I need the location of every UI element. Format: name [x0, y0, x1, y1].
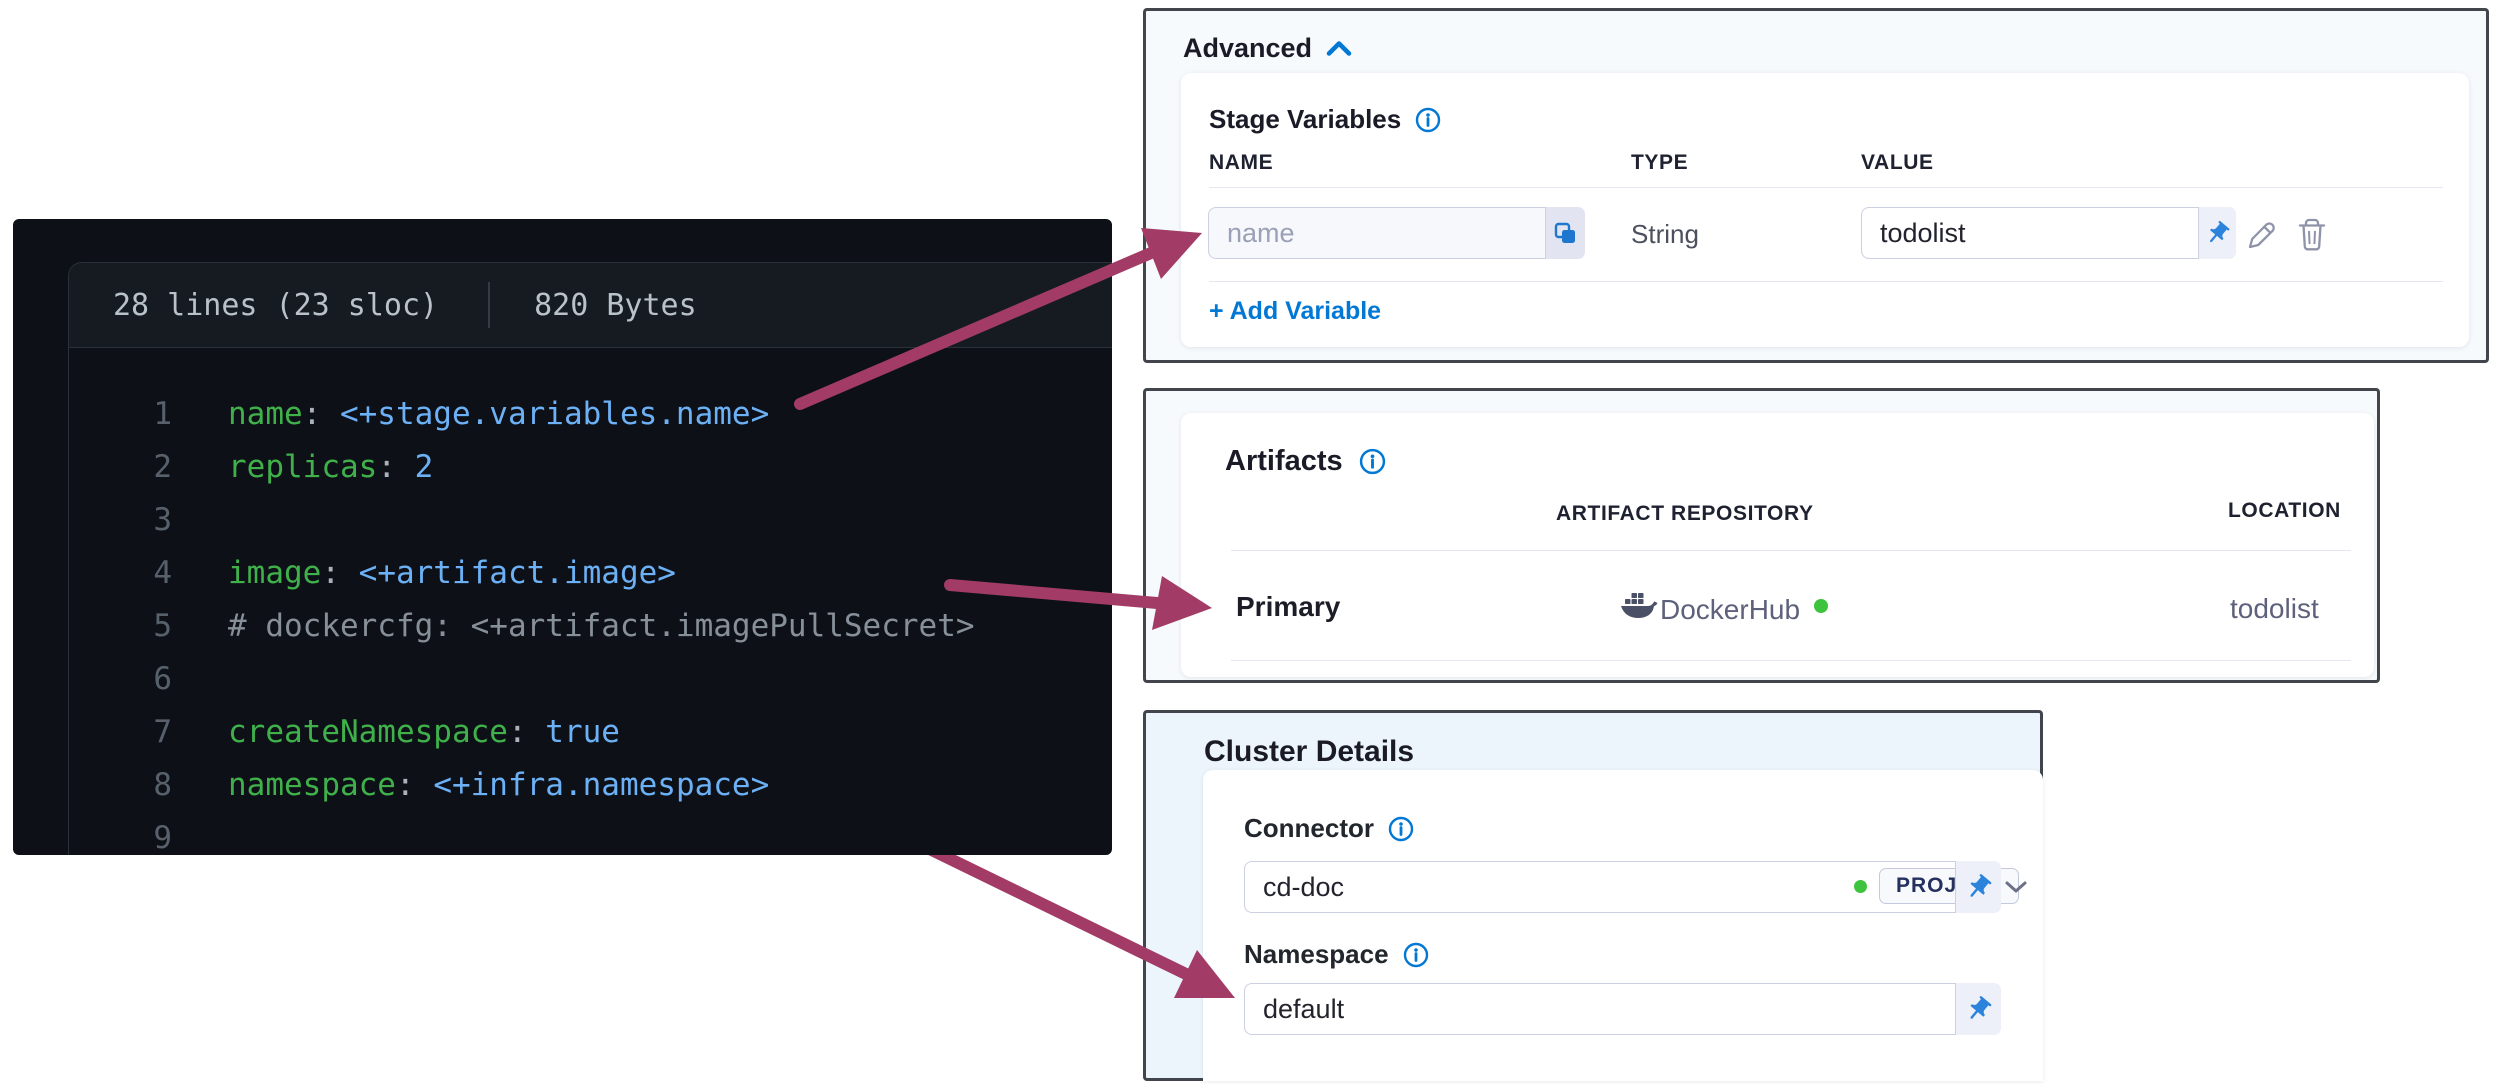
column-header-location: LOCATION	[2228, 499, 2341, 522]
namespace-label: Namespace	[1244, 939, 1389, 969]
line-number: 5	[153, 607, 172, 644]
yaml-sep: :	[302, 395, 340, 432]
connector-label-row: Connector	[1244, 813, 1414, 844]
connector-label: Connector	[1244, 813, 1374, 843]
yaml-sep: :	[321, 554, 359, 591]
advanced-section-toggle[interactable]: Advanced	[1183, 33, 1352, 64]
delete-variable-button[interactable]	[2292, 215, 2332, 255]
info-icon[interactable]	[1359, 448, 1386, 475]
pencil-icon	[2243, 217, 2279, 253]
yaml-key: name	[228, 395, 303, 432]
column-header-artifact-repository: ARTIFACT REPOSITORY	[1556, 502, 1814, 525]
yaml-sep: :	[395, 766, 434, 803]
table-divider	[1209, 281, 2443, 282]
line-number: 4	[153, 554, 172, 591]
file-size-info: 820 Bytes	[534, 287, 697, 323]
code-line: 4 image: <+artifact.image>	[13, 546, 1112, 599]
code-line: 3	[13, 493, 1112, 546]
line-number: 6	[153, 660, 172, 697]
pin-icon	[1964, 995, 1993, 1024]
file-lines-info: 28 lines (23 sloc)	[113, 287, 439, 323]
line-number: 7	[153, 713, 172, 750]
yaml-value: <+stage.variables.name>	[339, 395, 770, 432]
line-number: 9	[153, 819, 172, 856]
namespace-label-row: Namespace	[1244, 939, 1429, 970]
info-icon[interactable]	[1415, 107, 1441, 133]
advanced-panel: Advanced Stage Variables NAME TYPE VALUE	[1143, 8, 2489, 363]
line-number: 1	[153, 395, 172, 432]
stage-variables-title-row: Stage Variables	[1209, 104, 1441, 135]
variable-name-input[interactable]	[1208, 207, 1585, 259]
copy-icon	[1553, 221, 1578, 246]
artifact-repository-name: DockerHub	[1660, 594, 1801, 625]
line-number: 3	[153, 501, 172, 538]
variable-value-input[interactable]	[1861, 207, 2235, 259]
column-header-value: VALUE	[1861, 151, 1934, 174]
yaml-comment: # dockercfg: <+artifact.imagePullSecret>	[228, 607, 975, 644]
chevron-up-icon[interactable]	[1326, 40, 1352, 57]
chevron-down-icon[interactable]	[2004, 880, 2028, 894]
code-line: 8 namespace: <+infra.namespace>	[13, 758, 1112, 811]
code-line: 6	[13, 652, 1112, 705]
connector-input[interactable]	[1244, 861, 2000, 913]
artifact-location: todolist	[2230, 593, 2319, 624]
yaml-value: <+artifact.image>	[358, 554, 676, 591]
code-line: 9	[13, 811, 1112, 856]
line-number: 2	[153, 448, 172, 485]
info-icon[interactable]	[1388, 816, 1414, 842]
yaml-key: namespace	[228, 766, 396, 803]
trash-icon	[2295, 217, 2329, 253]
connected-status-dot	[1814, 599, 1828, 613]
namespace-input[interactable]	[1244, 983, 2000, 1035]
code-file-panel: 28 lines (23 sloc) 820 Bytes 1 name: <+s…	[13, 219, 1112, 855]
yaml-key: image	[228, 554, 322, 591]
docker-whale-icon	[1620, 589, 1658, 621]
table-divider	[1231, 550, 2351, 551]
table-divider	[1231, 660, 2351, 661]
pin-input-type-button[interactable]	[1955, 983, 2001, 1035]
pin-icon	[1964, 873, 1993, 902]
table-divider	[1209, 187, 2443, 188]
artifacts-card	[1181, 413, 2374, 677]
artifact-label: Primary	[1236, 591, 1341, 622]
yaml-value: <+infra.namespace>	[433, 766, 770, 803]
yaml-value: true	[545, 713, 620, 750]
yaml-value: 2	[414, 448, 434, 485]
variable-type: String	[1631, 219, 1699, 249]
column-header-type: TYPE	[1631, 151, 1689, 174]
code-line: 1 name: <+stage.variables.name>	[13, 387, 1112, 440]
yaml-sep: :	[507, 713, 546, 750]
copy-expression-button[interactable]	[1545, 207, 1585, 259]
code-line: 5 # dockercfg: <+artifact.imagePullSecre…	[13, 599, 1112, 652]
code-file-header: 28 lines (23 sloc) 820 Bytes	[69, 263, 1112, 348]
pin-input-type-button[interactable]	[2198, 207, 2236, 259]
code-line: 7 createNamespace: true	[13, 705, 1112, 758]
code-line: 2 replicas: 2	[13, 440, 1112, 493]
pin-icon	[2204, 220, 2231, 247]
edit-variable-button[interactable]	[2241, 215, 2281, 255]
yaml-key: createNamespace	[228, 713, 508, 750]
header-divider	[488, 282, 491, 328]
artifacts-panel: Artifacts ARTIFACT REPOSITORY LOCATION P…	[1143, 388, 2380, 683]
yaml-key: replicas	[228, 448, 378, 485]
yaml-sep: :	[377, 448, 415, 485]
cluster-details-panel: Cluster Details Connector PROJECT	[1143, 710, 2043, 1081]
column-header-name: NAME	[1209, 151, 1274, 174]
stage-variables-title: Stage Variables	[1209, 104, 1402, 134]
artifacts-title-row: Artifacts	[1225, 445, 1386, 478]
artifacts-title: Artifacts	[1225, 445, 1343, 477]
add-variable-link[interactable]: + Add Variable	[1209, 297, 1382, 325]
cluster-details-title: Cluster Details	[1204, 735, 1415, 768]
advanced-title: Advanced	[1183, 33, 1313, 63]
line-number: 8	[153, 766, 172, 803]
pin-input-type-button[interactable]	[1955, 861, 2001, 913]
info-icon[interactable]	[1403, 942, 1429, 968]
